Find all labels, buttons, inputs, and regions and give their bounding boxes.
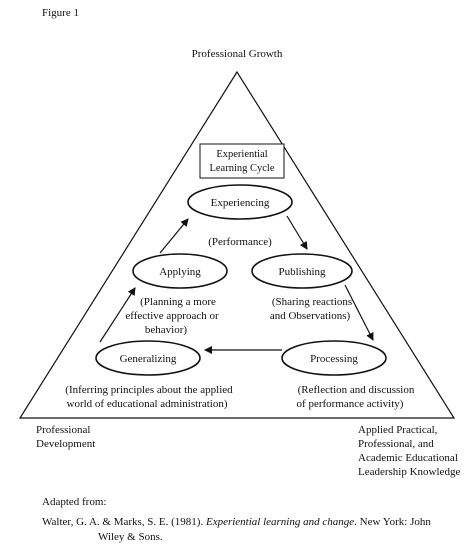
figure-label: Figure 1	[42, 7, 79, 19]
arrow-experiencing-to-publishing	[286, 215, 308, 250]
applying-note-line1: (Planning a more	[140, 296, 216, 308]
generalizing-note-line1: (Inferring principles about the applied	[65, 384, 233, 396]
bottom-right-label-line4: Leadership Knowledge	[358, 466, 460, 478]
processing-note-line2: of performance activity)	[297, 398, 404, 410]
citation-line2: Wiley & Sons.	[98, 531, 163, 543]
title-box	[199, 143, 285, 179]
node-generalizing-label: Generalizing	[120, 353, 177, 365]
bottom-right-label-line3: Academic Educational	[358, 452, 458, 464]
title-box-line1: Experiential	[216, 149, 267, 160]
applying-note-line3: behavior)	[145, 324, 187, 336]
bottom-right-label-line1: Applied Practical,	[358, 424, 438, 436]
node-experiencing	[187, 184, 293, 220]
node-experiencing-label: Experiencing	[211, 197, 270, 209]
publishing-note-line1: (Sharing reactions	[272, 296, 352, 308]
adapted-from-label: Adapted from:	[42, 496, 106, 508]
node-processing-label: Processing	[310, 353, 358, 365]
node-publishing	[251, 253, 353, 289]
bottom-left-label-line2: Development	[36, 438, 95, 450]
arrow-applying-to-experiencing	[159, 218, 189, 254]
node-processing	[281, 340, 387, 376]
performance-annotation: (Performance)	[208, 236, 272, 248]
apex-label: Professional Growth	[192, 48, 283, 60]
node-generalizing	[95, 340, 201, 376]
publishing-note-line2: and Observations)	[270, 310, 351, 322]
node-publishing-label: Publishing	[278, 266, 326, 278]
node-applying	[132, 253, 228, 289]
citation-line1: Walter, G. A. & Marks, S. E. (1981). Exp…	[42, 516, 431, 528]
arrow-generalizing-to-applying	[99, 287, 136, 343]
citation-title: Experiential learning and change	[205, 516, 354, 528]
citation-authors: Walter, G. A. & Marks, S. E. (1981).	[42, 516, 206, 528]
title-box-line2: Learning Cycle	[209, 163, 274, 174]
growth-triangle	[18, 70, 456, 419]
node-applying-label: Applying	[159, 266, 201, 278]
arrow-publishing-to-processing	[344, 284, 374, 341]
applying-note-line2: effective approach or	[125, 310, 219, 322]
bottom-left-label-line1: Professional	[36, 424, 90, 436]
bottom-right-label-line2: Professional, and	[358, 438, 434, 450]
generalizing-note-line2: world of educational administration)	[67, 398, 228, 410]
citation-publisher: . New York: John	[354, 516, 431, 528]
processing-note-line1: (Reflection and discussion	[298, 384, 415, 396]
